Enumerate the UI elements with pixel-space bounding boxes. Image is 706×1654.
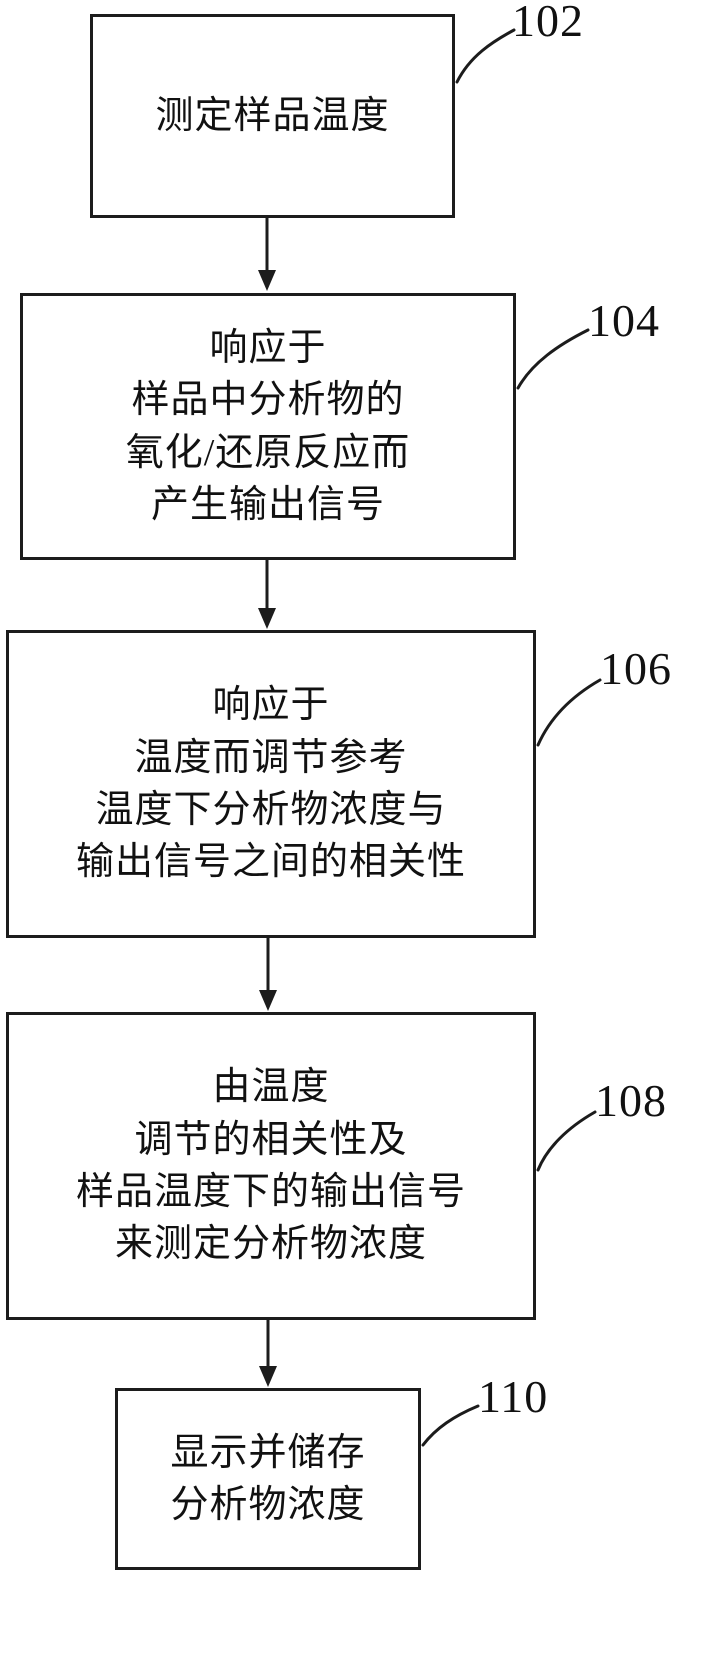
arrow-102-to-104 xyxy=(258,218,276,291)
flow-box-label: 测定样品温度 xyxy=(155,94,390,137)
leader-110 xyxy=(421,1404,480,1447)
flow-box-label: 响应于 样品中分析物的 氧化/还原反应而 产生输出信号 xyxy=(125,326,411,526)
ref-number-110: 110 xyxy=(478,1371,549,1422)
leader-102 xyxy=(455,28,516,84)
ref-number-104: 104 xyxy=(588,295,660,346)
flow-box-label: 响应于 温度而调节参考 温度下分析物浓度与 输出信号之间的相关性 xyxy=(75,684,466,884)
leader-108 xyxy=(536,1110,597,1172)
arrow-106-to-108 xyxy=(259,938,277,1011)
ref-number-102: 102 xyxy=(512,0,584,46)
flow-box-label: 由温度 调节的相关性及 样品温度下的输出信号 来测定分析物浓度 xyxy=(75,1066,466,1266)
flow-box-determine-concentration: 由温度 调节的相关性及 样品温度下的输出信号 来测定分析物浓度 xyxy=(6,1012,536,1320)
leader-104 xyxy=(516,328,590,390)
ref-number-106: 106 xyxy=(600,643,672,694)
flow-box-generate-output-signal: 响应于 样品中分析物的 氧化/还原反应而 产生输出信号 xyxy=(20,293,516,560)
arrow-108-to-110 xyxy=(259,1320,277,1387)
flow-box-adjust-correlation: 响应于 温度而调节参考 温度下分析物浓度与 输出信号之间的相关性 xyxy=(6,630,536,938)
flow-box-label: 显示并储存 分析物浓度 xyxy=(170,1431,366,1526)
flow-box-measure-temperature: 测定样品温度 xyxy=(90,14,455,218)
arrow-104-to-106 xyxy=(258,560,276,629)
flow-box-display-store: 显示并储存 分析物浓度 xyxy=(115,1388,421,1570)
ref-number-108: 108 xyxy=(595,1075,667,1126)
leader-106 xyxy=(536,678,602,747)
